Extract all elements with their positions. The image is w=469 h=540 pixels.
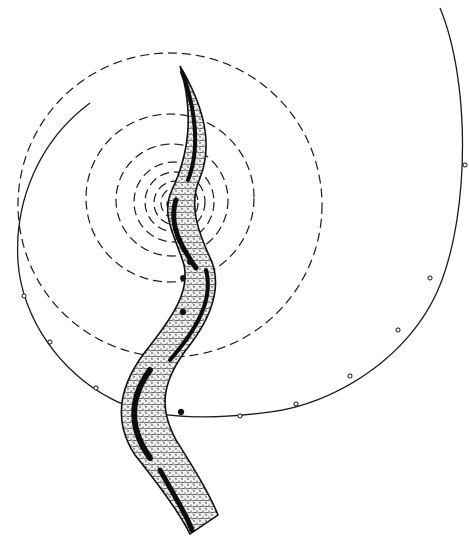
crossing-dot: [178, 409, 184, 415]
spiral-marker: [238, 414, 242, 418]
spiral-marker: [94, 386, 98, 390]
spiral-marker: [48, 340, 52, 344]
spiral-marker: [294, 402, 298, 406]
crossing-dot: [187, 259, 193, 265]
outer-spiral-curve: [18, 8, 463, 417]
spiral-marker: [396, 328, 400, 332]
spiral-marker: [348, 374, 352, 378]
crossing-dot: [180, 309, 186, 315]
spiral-marker: [463, 163, 467, 167]
spiral-marker: [428, 276, 432, 280]
horn-body: [121, 66, 218, 534]
spiral-markers: [22, 163, 467, 418]
crossing-dot: [180, 275, 186, 281]
spiral-marker: [22, 294, 26, 298]
